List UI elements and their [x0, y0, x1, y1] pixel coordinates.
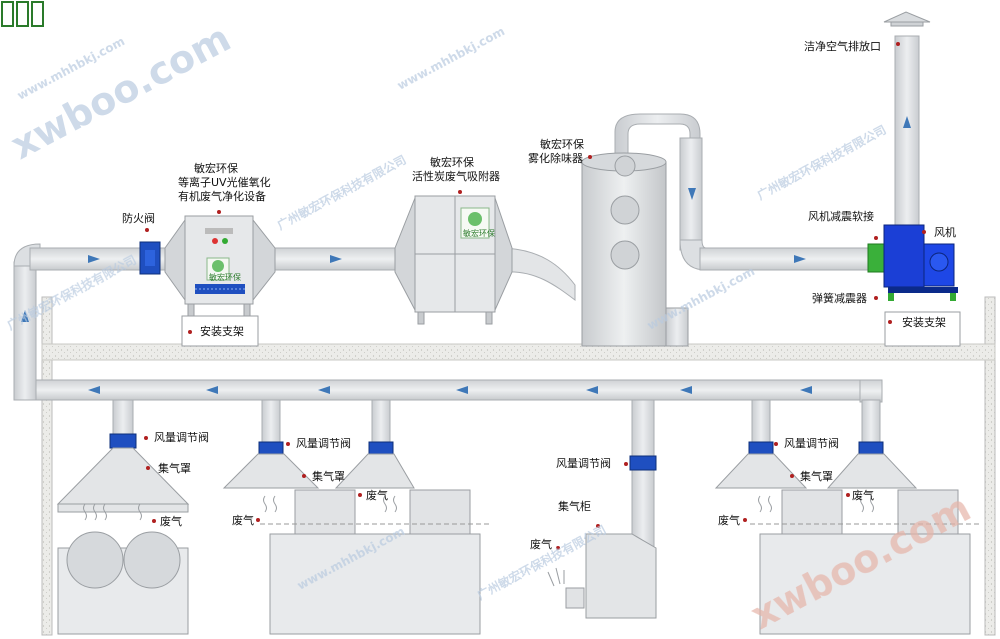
collection-cabinet	[565, 533, 657, 619]
mount-left	[181, 315, 259, 347]
watermark-company-4: 广州敏宏环保科技有限公司	[754, 122, 888, 203]
floor-slab	[41, 343, 996, 361]
flow-arrows	[21, 116, 911, 394]
uv-device-logo-text: 敏宏环保	[209, 272, 241, 282]
ductwork	[13, 35, 920, 403]
label-uv-device-line2: 等离子UV光催氧化	[178, 175, 271, 189]
carbon-adsorber-logo-text: 敏宏环保	[463, 228, 495, 238]
collection-hoods	[56, 447, 918, 513]
label-airflow-valve-4: 风量调节阀	[784, 436, 839, 450]
label-uv-device-line3: 有机废气净化设备	[178, 189, 266, 203]
airflow-dampers	[109, 433, 884, 471]
label-waste-gas-3: 废气	[530, 537, 552, 551]
label-waste-gas-1: 废气	[160, 514, 182, 528]
label-hood-4: 集气罩	[800, 469, 833, 483]
watermark-site-2: www.mhhbkj.com	[395, 24, 507, 93]
deodorizer-tank	[581, 152, 689, 347]
label-fan: 风机	[934, 225, 956, 239]
exhaust-cap	[883, 11, 931, 23]
machine-4	[750, 489, 980, 635]
label-waste-gas-2b: 废气	[366, 488, 388, 502]
branch-drops	[112, 399, 881, 551]
label-deodorizer-line2: 雾化除味器	[528, 151, 583, 165]
label-deodorizer-line1: 敏宏环保	[540, 137, 584, 151]
label-uv-device-line1: 敏宏环保	[194, 161, 238, 175]
building-structure	[41, 296, 996, 636]
label-airflow-valve-1: 风量调节阀	[154, 430, 209, 444]
fume-lines	[83, 495, 874, 587]
label-mount-right: 安装支架	[902, 315, 946, 329]
fan-unit	[867, 224, 961, 347]
corner-mark	[1, 1, 44, 27]
mount-right	[884, 311, 961, 347]
label-carbon-line2: 活性炭废气吸附器	[412, 169, 500, 183]
label-hood-1: 集气罩	[158, 461, 191, 475]
label-mount-left: 安装支架	[200, 324, 244, 338]
label-waste-gas-2a: 废气	[232, 513, 254, 527]
label-hood-2: 集气罩	[312, 469, 345, 483]
label-fire-damper: 防火阀	[122, 211, 155, 225]
label-clean-exhaust: 洁净空气排放口	[804, 39, 881, 53]
label-airflow-valve-2: 风量调节阀	[296, 436, 351, 450]
label-markers	[144, 42, 926, 550]
label-waste-gas-4a: 废气	[718, 513, 740, 527]
label-fan-connector: 风机减震软接	[808, 209, 874, 223]
uv-plasma-device	[164, 215, 276, 317]
label-carbon-line1: 敏宏环保	[430, 155, 474, 169]
label-spring-damper: 弹簧减震器	[812, 291, 867, 305]
fan-flex-connector	[867, 243, 885, 273]
label-waste-gas-4b: 废气	[852, 488, 874, 502]
carbon-adsorber	[394, 195, 513, 325]
watermark-company-2: 广州敏宏环保科技有限公司	[274, 152, 408, 233]
label-airflow-valve-3: 风量调节阀	[556, 456, 611, 470]
machine-1	[57, 531, 189, 635]
label-cabinet: 集气柜	[558, 499, 591, 513]
machine-2	[260, 489, 490, 635]
